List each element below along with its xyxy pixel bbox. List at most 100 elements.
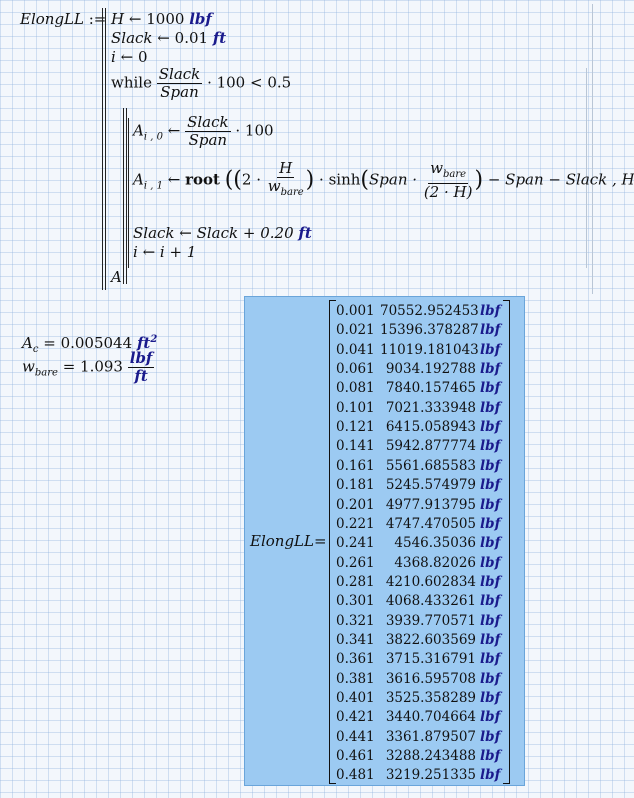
matrix-left-bracket [329,300,336,784]
matrix-cell-slack: 0.121 [336,419,375,436]
matrix-cell-tension: 11019.181043 [380,341,479,358]
assign-i: i ← 0 [111,48,148,66]
matrix-cell-unit: lbf [480,748,501,765]
matrix-cell-tension: 7840.157465 [385,380,476,397]
matrix-cell-tension: 70552.952453 [380,303,479,319]
matrix-cell-unit: lbf [480,457,501,474]
matrix-cell-tension: 5245.574979 [385,477,476,494]
matrix-cell-unit: lbf [480,593,501,610]
matrix-cell-tension: 15396.378287 [380,322,479,339]
matrix-cell-tension: 3361.879507 [385,728,476,745]
a0-fraction: Slack Span [185,113,231,149]
matrix-cell-slack: 0.241 [336,535,375,552]
loop-body-bar [128,118,129,268]
matrix-row: 0.001 70552.952453lbf [336,302,500,321]
matrix-cell-tension: 4546.35036 [394,535,476,552]
region-right-bar-inner [586,68,587,268]
matrix-cell-slack: 0.141 [336,438,375,455]
matrix-cell-slack: 0.161 [336,457,375,474]
matrix-cell-slack: 0.001 [336,303,375,319]
assign-h: H ← 1000 lbf [111,10,212,28]
matrix-cell-tension: 5942.877774 [385,438,476,455]
assign-slack: Slack ← 0.01 ft [111,29,227,47]
loop-bar [123,108,124,284]
matrix-cell-slack: 0.461 [336,748,375,765]
while-condition: while Slack Span · 100 < 0.5 [111,65,292,101]
result-matrix-highlight[interactable] [244,296,525,786]
matrix-cell-unit: lbf [480,399,501,416]
matrix-cell-tension: 6415.058943 [385,419,476,436]
h-over-w-fraction: H wbare [267,159,304,199]
matrix-cell-unit: lbf [480,573,501,590]
matrix-cell-unit: lbf [480,380,501,397]
matrix-cell-slack: 0.261 [336,554,375,571]
matrix-cell-slack: 0.481 [336,767,375,784]
slack-increment: Slack ← Slack + 0.20 ft [133,224,312,242]
program-outer-bar-2 [105,8,106,290]
matrix-cell-unit: lbf [480,535,501,552]
program-name: ElongLL := [20,10,107,28]
matrix-cell-unit: lbf [480,728,501,745]
matrix-cell-tension: 3440.704664 [385,709,476,726]
matrix-cell-slack: 0.041 [336,341,375,358]
matrix-cell-unit: lbf [480,612,501,629]
matrix-cell-tension: 4368.82026 [394,554,476,571]
ac-result[interactable]: Ac = 0.005044 ft2 [22,334,158,355]
matrix-cell-slack: 0.101 [336,399,375,416]
matrix-cell-unit: lbf [480,631,501,648]
matrix-cell-tension: 4747.470505 [385,515,476,532]
matrix-row: 0.041 11019.181043lbf [336,341,500,360]
matrix-cell-unit: lbf [480,690,501,706]
matrix-cell-slack: 0.321 [336,612,375,629]
assign-a-i1: Ai , 1 ← root ((2 · H wbare ) · sinh(Spa… [133,159,634,201]
matrix-cell-unit: lbf [480,496,501,513]
matrix-cell-slack: 0.421 [336,709,375,726]
matrix-cell-tension: 3525.358289 [385,690,476,706]
matrix-cell-slack: 0.361 [336,651,375,668]
matrix-cell-unit: lbf [480,341,501,358]
matrix-cell-tension: 4977.913795 [385,496,476,513]
matrix-cell-slack: 0.341 [336,631,375,648]
matrix-cell-slack: 0.201 [336,496,375,513]
matrix-cell-tension: 3219.251335 [385,767,476,784]
w-over-2h-fraction: wbare (2 · H) [423,159,473,201]
w-bare-result[interactable]: wbare = 1.093 lbf ft [22,349,155,385]
matrix-cell-slack: 0.441 [336,728,375,745]
matrix-cell-slack: 0.061 [336,361,375,378]
matrix-cell-unit: lbf [480,322,501,339]
matrix-right-bracket [503,300,510,784]
matrix-cell-slack: 0.381 [336,670,375,687]
matrix-cell-tension: 4068.433261 [385,593,476,610]
matrix-cell-slack: 0.301 [336,593,375,610]
matrix-cell-tension: 7021.333948 [385,399,476,416]
i-increment: i ← i + 1 [133,243,197,261]
matrix-cell-unit: lbf [480,303,501,319]
region-right-bar [592,4,593,294]
return-value: A [111,268,122,286]
matrix-cell-tension: 3288.243488 [385,748,476,765]
matrix-cell-unit: lbf [480,477,501,494]
matrix-cell-unit: lbf [480,767,501,784]
matrix-cell-tension: 4210.602834 [385,573,476,590]
matrix-cell-slack: 0.181 [336,477,375,494]
matrix-cell-slack: 0.021 [336,322,375,339]
loop-bar-2 [126,108,127,284]
